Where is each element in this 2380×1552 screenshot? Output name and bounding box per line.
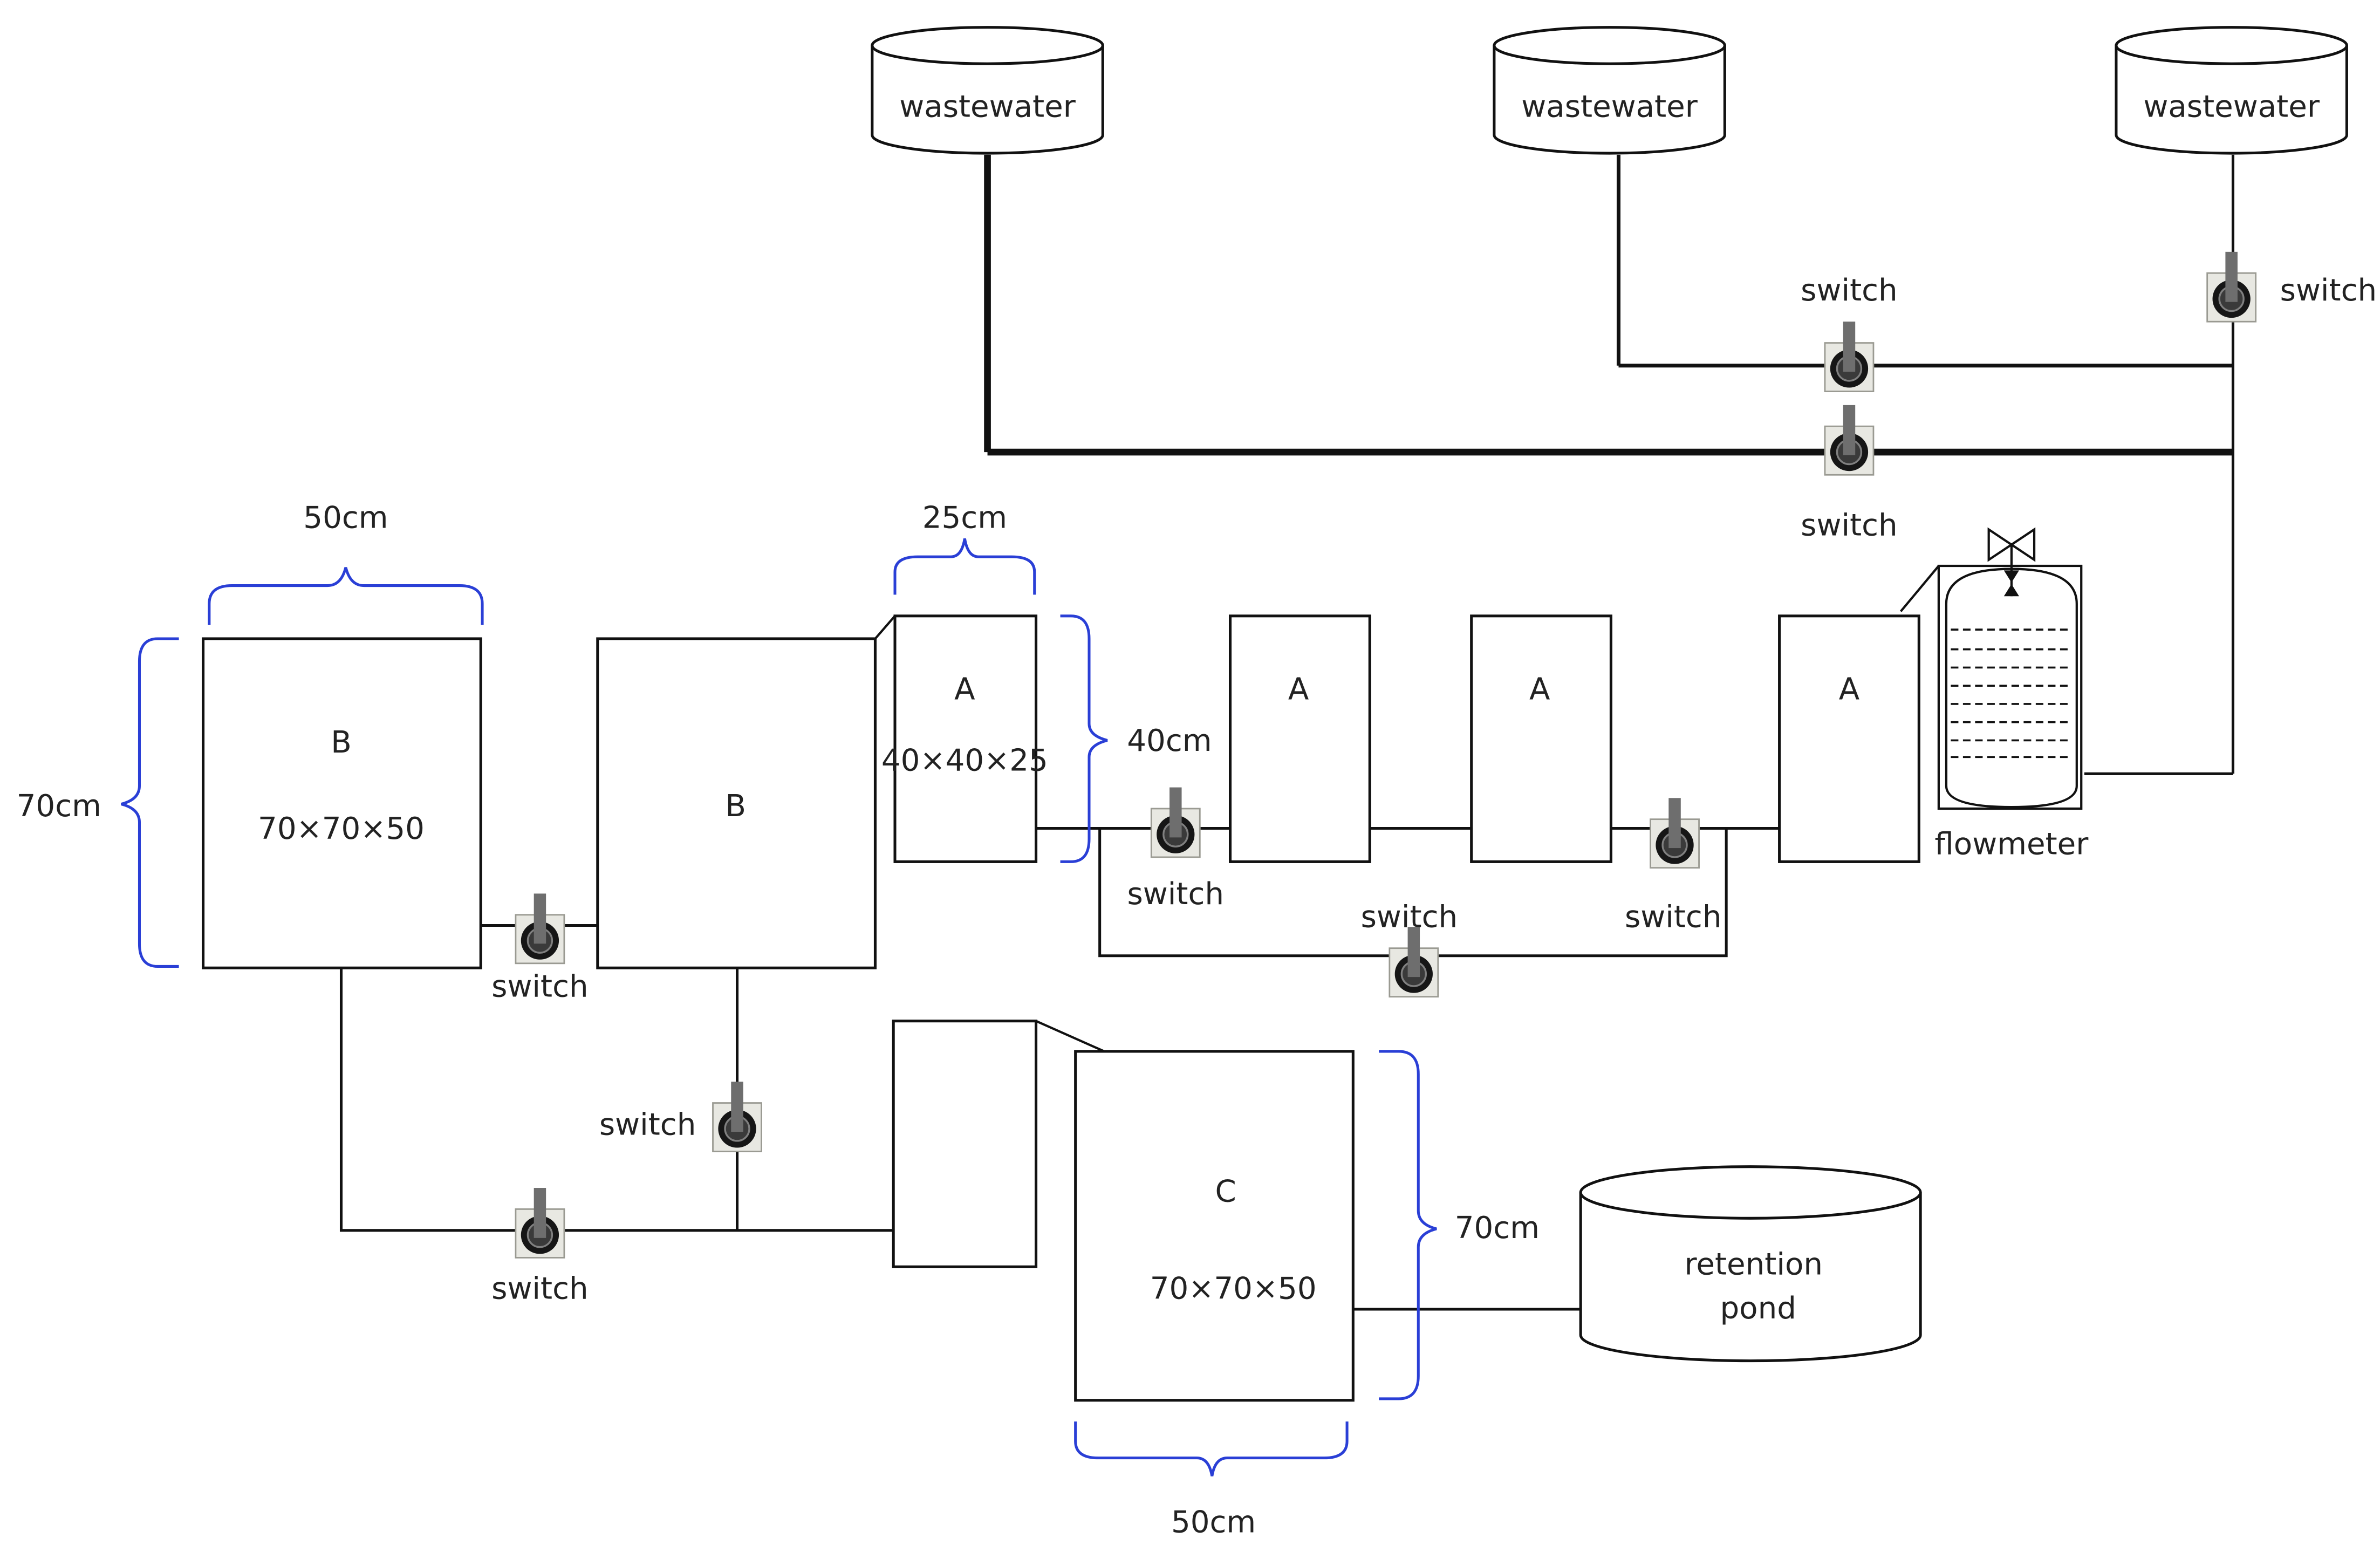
valve-icon[interactable] xyxy=(1824,320,1875,393)
dimension-labels: 50cm 70cm 25cm 40cm 50cm 70cm xyxy=(17,501,1540,1540)
box-small-before-c xyxy=(892,1020,1038,1268)
flowmeter-valve-icon xyxy=(1987,527,2036,597)
bracket-b1-height xyxy=(121,637,179,968)
retention-pond: retention pond xyxy=(1579,1165,1922,1363)
retention-pond-label-line1: retention xyxy=(1685,1247,1823,1282)
switch-bypass[interactable]: switch xyxy=(1361,899,1458,998)
valve-icon[interactable] xyxy=(1150,786,1201,858)
wastewater-tank-3: wastewater xyxy=(2115,26,2348,155)
box-a4-label: A xyxy=(1839,672,1859,707)
connector-b2-a1 xyxy=(874,615,896,640)
switch-label: switch xyxy=(1127,877,1225,912)
valve-icon[interactable] xyxy=(515,892,565,965)
switch-label: switch xyxy=(1625,899,1722,934)
bracket-a1-width xyxy=(893,538,1036,595)
switch-b2-down[interactable]: switch xyxy=(599,1081,763,1153)
box-b2-label: B xyxy=(725,789,746,824)
wastewater-tank-2: wastewater xyxy=(1493,26,1726,155)
switch-a-right[interactable]: switch xyxy=(1625,797,1722,934)
switch-mid-upper[interactable]: switch xyxy=(1801,273,1898,393)
dim-a1-width: 25cm xyxy=(922,501,1007,536)
connector-small-c xyxy=(1035,1020,1105,1052)
box-b1-label: B xyxy=(331,725,352,760)
box-a3: A xyxy=(1470,614,1612,863)
connector-a4-flowmeter xyxy=(1899,565,1940,612)
flowmeter-liquid-levels xyxy=(1951,628,2073,758)
bracket-b1-width xyxy=(208,567,484,625)
flowmeter: flowmeter xyxy=(1934,527,2089,862)
switch-a-left[interactable]: switch xyxy=(1127,786,1225,912)
valve-icon[interactable] xyxy=(515,1187,565,1259)
pipe-b1-down xyxy=(339,968,894,1232)
box-b2: B xyxy=(596,637,877,969)
box-b1-size: 70×70×50 xyxy=(258,811,425,846)
box-a1: A 40×40×25 xyxy=(881,614,1048,863)
dim-b1-width: 50cm xyxy=(303,501,388,536)
switch-label: switch xyxy=(1801,508,1898,543)
bracket-a1-height xyxy=(1060,614,1108,863)
box-a4: A xyxy=(1778,614,1920,863)
switch-b-between[interactable]: switch xyxy=(491,892,589,1004)
switch-mid-lower[interactable]: switch xyxy=(1801,404,1898,543)
switch-label: switch xyxy=(1801,273,1898,308)
wastewater-label: wastewater xyxy=(1521,90,1698,125)
box-b1: B 70×70×50 xyxy=(202,637,482,969)
box-c-size: 70×70×50 xyxy=(1150,1271,1317,1306)
valve-icon[interactable] xyxy=(712,1081,763,1153)
bracket-c-height xyxy=(1379,1050,1437,1400)
switch-label: switch xyxy=(491,1271,589,1306)
flowmeter-vessel xyxy=(1945,568,2078,809)
switch-label: switch xyxy=(491,969,589,1004)
dim-a1-height: 40cm xyxy=(1127,723,1212,758)
box-a3-label: A xyxy=(1529,672,1550,707)
flowmeter-label: flowmeter xyxy=(1934,826,2089,862)
box-c-label: C xyxy=(1215,1174,1236,1209)
switch-label: switch xyxy=(599,1107,696,1143)
wastewater-label: wastewater xyxy=(2143,90,2320,125)
box-a2-label: A xyxy=(1288,672,1309,707)
valve-icon[interactable] xyxy=(1649,797,1700,869)
valve-icon[interactable] xyxy=(2206,251,2257,323)
box-a2: A xyxy=(1228,614,1371,863)
dim-b1-height: 70cm xyxy=(17,789,101,824)
box-a1-size: 40×40×25 xyxy=(881,743,1048,778)
valve-icon[interactable] xyxy=(1389,926,1439,998)
dim-c-height: 70cm xyxy=(1455,1211,1540,1246)
bracket-c-width xyxy=(1074,1421,1349,1476)
dimension-brackets xyxy=(121,538,1437,1476)
switch-label: switch xyxy=(1361,899,1458,934)
valve-icon[interactable] xyxy=(1824,404,1875,476)
switch-label: switch xyxy=(2280,273,2377,308)
box-a1-label: A xyxy=(954,672,975,707)
switch-top-right[interactable]: switch xyxy=(2206,251,2377,323)
switch-bottom[interactable]: switch xyxy=(491,1187,589,1306)
dim-c-width: 50cm xyxy=(1171,1505,1256,1540)
box-c: C 70×70×50 xyxy=(1074,1050,1355,1402)
wastewater-label: wastewater xyxy=(899,90,1076,125)
retention-pond-label-line2: pond xyxy=(1720,1291,1796,1326)
wastewater-tank-1: wastewater xyxy=(871,26,1104,155)
